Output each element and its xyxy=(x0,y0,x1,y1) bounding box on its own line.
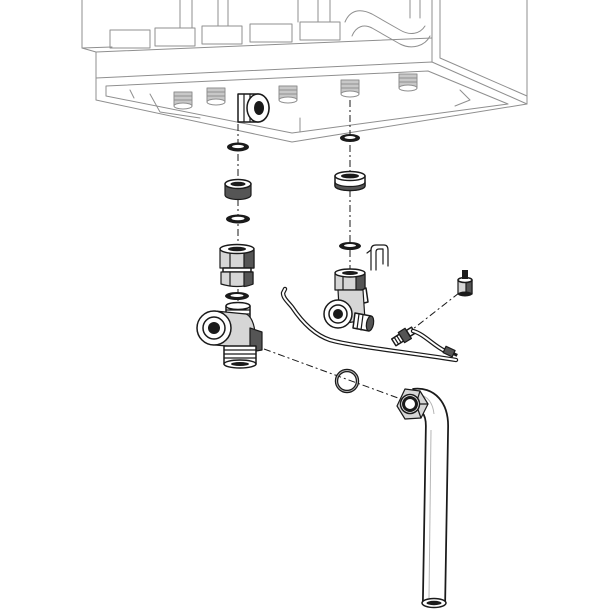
appliance-casing xyxy=(81,0,528,143)
washer xyxy=(227,142,249,152)
casing-panel-edge xyxy=(431,0,528,97)
washer xyxy=(226,214,250,224)
casing-plate-details xyxy=(129,89,471,133)
bleed-plug xyxy=(457,270,473,297)
casing-mounting-tabs xyxy=(179,0,421,29)
sensor-cable xyxy=(410,328,448,354)
washer xyxy=(340,134,360,142)
washer xyxy=(225,292,249,300)
casing-left-edge xyxy=(81,0,97,79)
pipe-nut xyxy=(396,388,429,420)
connection-stub xyxy=(237,93,270,123)
pipe-elbow xyxy=(412,387,450,609)
right-valve xyxy=(323,268,375,332)
casing-connector-blocks xyxy=(109,21,341,49)
casing-fitting xyxy=(206,87,226,106)
casing-bottom-face xyxy=(95,61,528,143)
casing-fitting xyxy=(278,85,298,104)
washer xyxy=(339,242,361,250)
center-line-pipe xyxy=(263,348,399,399)
casing-hose xyxy=(344,10,431,48)
plug-knob xyxy=(462,270,468,279)
o-ring xyxy=(334,368,360,394)
left-valve xyxy=(196,301,263,369)
compression-ring xyxy=(334,170,366,192)
center-line-sensor xyxy=(412,292,460,330)
capillary-tube xyxy=(280,286,459,363)
casing-fitting xyxy=(398,73,418,92)
retaining-clip xyxy=(366,244,389,271)
casing-fitting xyxy=(173,91,193,110)
casing-fitting xyxy=(340,79,360,98)
union-nut xyxy=(219,243,255,288)
casing-lip xyxy=(81,37,433,53)
casing-bottom-plate xyxy=(105,70,509,134)
sensor-probe xyxy=(390,326,416,347)
compression-ring xyxy=(224,178,252,201)
cable-connector xyxy=(442,345,458,358)
